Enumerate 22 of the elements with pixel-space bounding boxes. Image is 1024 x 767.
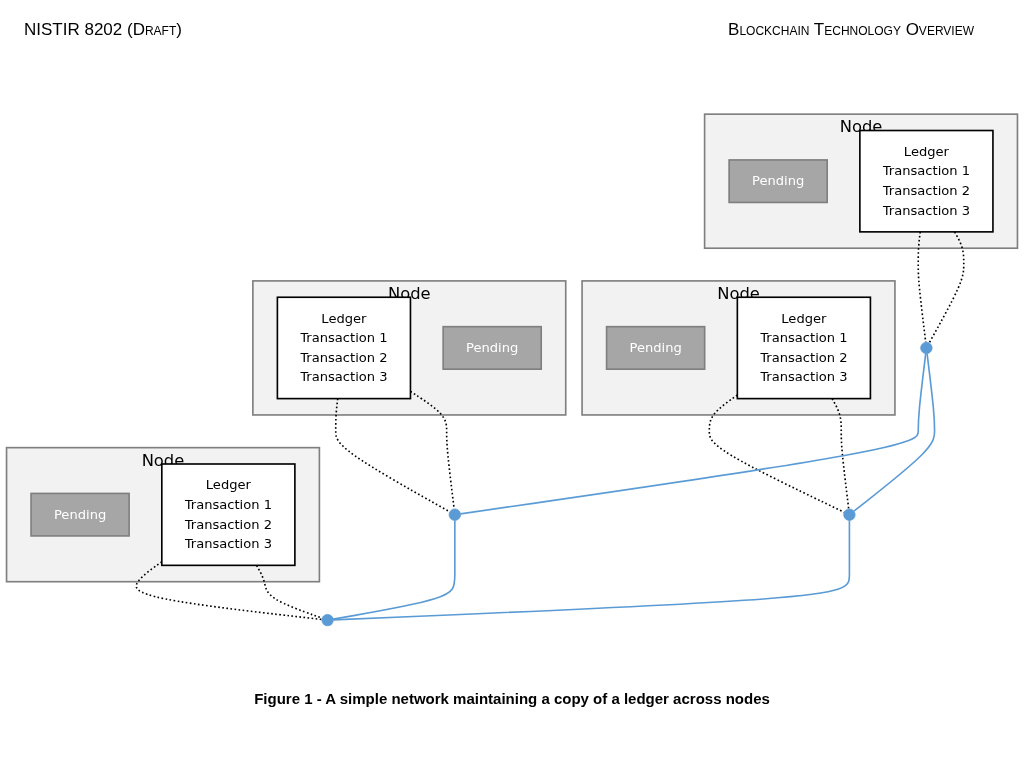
connector [459,352,927,515]
running-header: Blockchain Technology Overview [728,20,974,41]
running-header: NISTIR 8202 (Draft) [24,20,182,41]
connector [853,352,936,512]
connector [332,519,456,620]
node-box: Pending [728,159,828,204]
connector [334,397,451,513]
node-box: Pending [442,325,543,370]
connector [135,561,323,621]
node-box: Ledger Transaction 1 Transaction 2 Transaction 3 [161,463,296,567]
node-box: Ledger Transaction 1 Transaction 2 Transaction 3 [859,129,994,233]
figure-caption: Figure 1 - A simple network maintaining a copy of a ledger across nodes [254,690,770,707]
connector [831,397,850,510]
node-circle [448,508,461,521]
node-circle [920,341,933,355]
connector [255,564,323,619]
node-circle [843,508,856,521]
node-circle [321,614,334,627]
node-box: Ledger Transaction 1 Transaction 2 Transaction 3 [276,296,412,400]
connector [332,519,851,621]
node-box: Pending [30,492,130,537]
node-box: Pending [605,325,706,370]
